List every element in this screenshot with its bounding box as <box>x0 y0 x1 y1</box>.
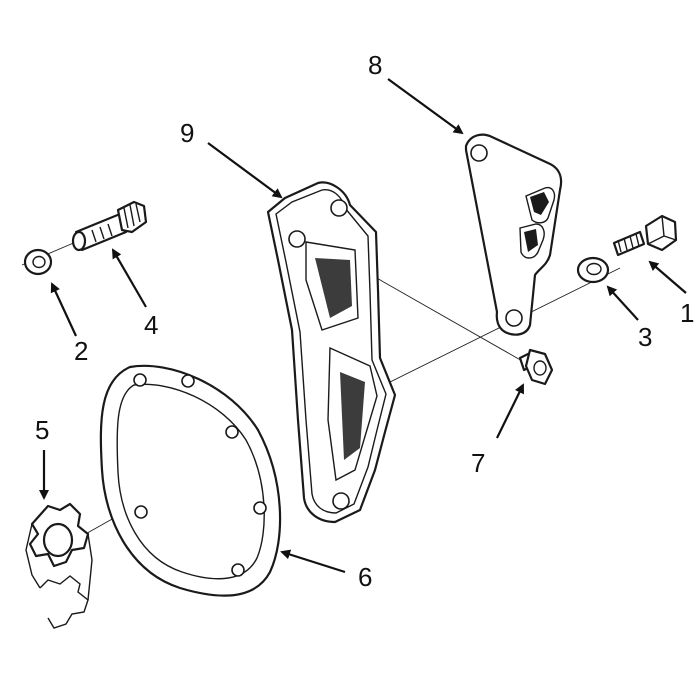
leader-arrow-3 <box>606 285 639 321</box>
bracket-part-9 <box>266 181 397 524</box>
callout-labels: 1 2 3 4 5 6 7 8 9 <box>35 50 694 592</box>
small-bolt-part-7 <box>518 348 554 386</box>
callout-2: 2 <box>74 336 88 366</box>
washer-part-3 <box>576 256 610 284</box>
bracket-bolt-hole <box>332 492 350 510</box>
plate-bolt-hole <box>470 144 488 162</box>
stud-part-4 <box>71 200 148 252</box>
callout-6: 6 <box>358 562 372 592</box>
gasket-bolt-hole <box>231 563 245 577</box>
leader-arrow-7 <box>496 383 524 439</box>
callout-9: 9 <box>180 118 194 148</box>
callout-8: 8 <box>368 50 382 80</box>
callout-4: 4 <box>144 310 158 340</box>
plate-bolt-hole <box>505 309 523 327</box>
leader-arrow-8 <box>387 78 464 135</box>
bracket-bolt-hole <box>330 199 348 217</box>
gasket-bolt-hole <box>134 505 148 519</box>
gasket-bolt-hole <box>225 425 239 439</box>
mounting-plate-part-8 <box>464 133 563 336</box>
leader-arrow-2 <box>50 282 77 337</box>
coupling-part-5 <box>25 502 93 629</box>
bracket-bolt-hole <box>288 230 306 248</box>
washer-part-2 <box>23 248 53 276</box>
gasket-bolt-hole <box>253 501 267 515</box>
leader-arrow-9 <box>207 142 283 199</box>
gasket-bolt-hole <box>181 374 195 388</box>
leader-arrow-4 <box>111 248 147 308</box>
leader-arrows <box>39 78 687 574</box>
gasket-bolt-hole <box>133 373 147 387</box>
gasket-part-6 <box>99 364 282 597</box>
callout-1: 1 <box>680 298 694 328</box>
callout-7: 7 <box>471 448 485 478</box>
callout-5: 5 <box>35 415 49 445</box>
leader-arrow-1 <box>648 260 687 294</box>
callout-3: 3 <box>638 322 652 352</box>
bolt-part-1 <box>612 214 678 257</box>
leader-arrow-6 <box>280 549 346 574</box>
